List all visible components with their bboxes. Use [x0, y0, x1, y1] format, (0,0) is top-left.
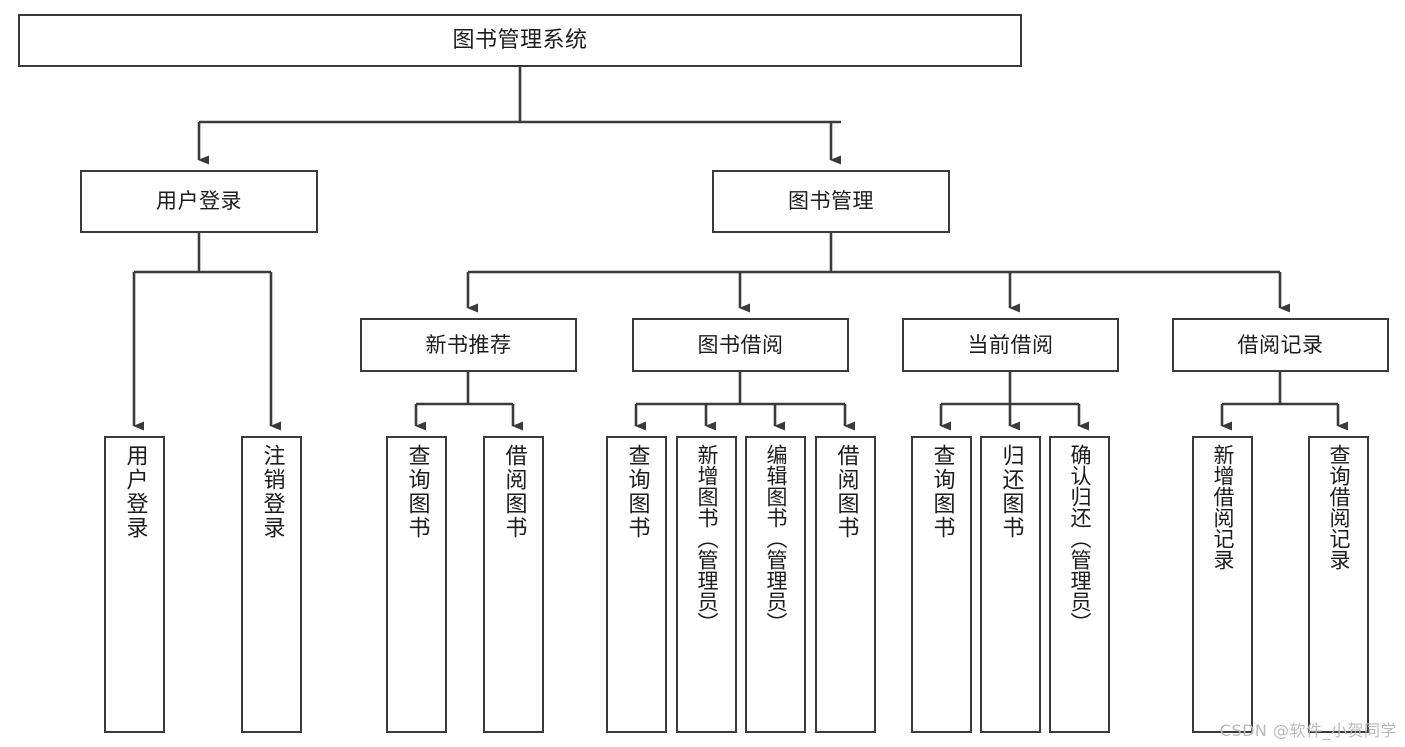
node-label: 编辑图书（管理员） — [764, 444, 788, 633]
node-root-book-management-system[interactable]: 图书管理系统 — [18, 14, 1022, 67]
leaf-newbook-borrow-books[interactable]: 借阅图书 — [483, 436, 544, 733]
leaf-current-return-books[interactable]: 归还图书 — [980, 436, 1041, 733]
node-label: 新增图书（管理员） — [695, 444, 719, 633]
node-label: 图书管理系统 — [452, 27, 588, 53]
node-label: 借阅图书 — [833, 444, 859, 540]
leaf-newbook-query-books[interactable]: 查询图书 — [386, 436, 447, 733]
node-user-login[interactable]: 用户登录 — [80, 170, 318, 233]
csdn-watermark: CSDN @软件_小贺同学 — [1219, 721, 1397, 740]
node-label: 借阅图书 — [501, 444, 527, 540]
node-borrowing-records[interactable]: 借阅记录 — [1172, 318, 1389, 372]
node-label: 图书借阅 — [697, 332, 784, 357]
node-label: 查询借阅记录 — [1327, 444, 1351, 570]
node-label: 当前借阅 — [967, 332, 1054, 357]
leaf-borrow-borrow-books[interactable]: 借阅图书 — [815, 436, 876, 733]
node-label: 确认归还（管理员） — [1068, 444, 1092, 633]
node-label: 注销登录 — [259, 444, 285, 540]
leaf-borrow-query-books[interactable]: 查询图书 — [606, 436, 667, 733]
node-label: 归还图书 — [998, 444, 1024, 540]
node-label: 新书推荐 — [425, 332, 512, 357]
leaf-borrow-add-book-admin[interactable]: 新增图书（管理员） — [676, 436, 737, 733]
leaf-logout[interactable]: 注销登录 — [241, 436, 302, 733]
node-label: 查询图书 — [929, 444, 955, 540]
node-label: 查询图书 — [404, 444, 430, 540]
leaf-borrow-edit-book-admin[interactable]: 编辑图书（管理员） — [745, 436, 806, 733]
node-label: 借阅记录 — [1237, 332, 1324, 357]
leaf-current-query-books[interactable]: 查询图书 — [911, 436, 972, 733]
node-label: 新增借阅记录 — [1211, 444, 1235, 570]
leaf-user-login[interactable]: 用户登录 — [104, 436, 165, 733]
node-book-management[interactable]: 图书管理 — [712, 170, 950, 233]
node-label: 用户登录 — [122, 444, 148, 540]
node-label: 用户登录 — [156, 189, 242, 214]
node-label: 查询图书 — [624, 444, 650, 540]
leaf-record-add-borrow-record[interactable]: 新增借阅记录 — [1192, 436, 1253, 733]
node-current-borrowing[interactable]: 当前借阅 — [902, 318, 1119, 372]
node-label: 图书管理 — [788, 189, 874, 214]
leaf-record-query-borrow-record[interactable]: 查询借阅记录 — [1308, 436, 1369, 733]
node-book-borrowing[interactable]: 图书借阅 — [632, 318, 849, 372]
node-new-book-recommendation[interactable]: 新书推荐 — [360, 318, 577, 372]
leaf-current-confirm-return-admin[interactable]: 确认归还（管理员） — [1049, 436, 1110, 733]
